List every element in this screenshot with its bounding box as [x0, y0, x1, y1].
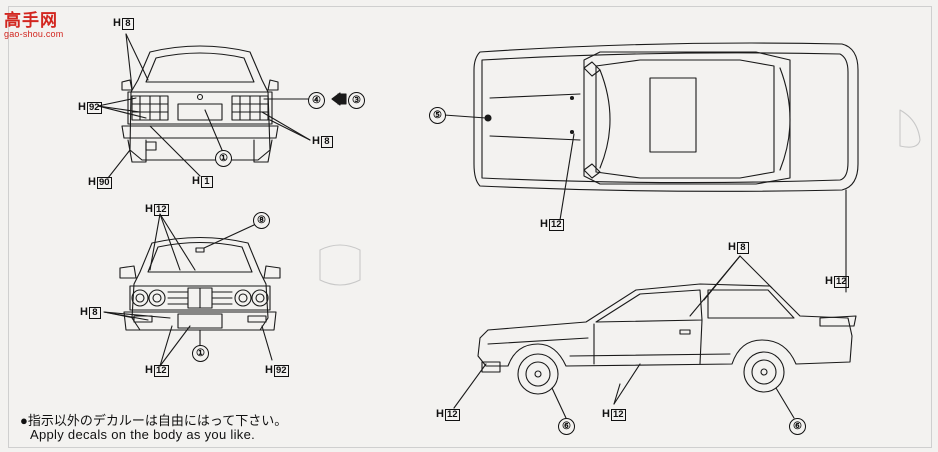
top-view-drawing — [443, 42, 859, 293]
part-8: ⑧ — [253, 212, 270, 229]
faint-background-marks — [319, 109, 921, 286]
part-1-rear: ① — [215, 150, 232, 167]
part-6-rear-wheel: ⑥ — [789, 418, 806, 435]
front-view-drawing — [103, 213, 281, 367]
part-1-front: ① — [192, 345, 209, 362]
sheet-border — [8, 6, 932, 448]
part-3: ③ — [348, 92, 365, 109]
side-view-drawing — [453, 255, 857, 419]
watermark-site-url: gao-shou.com — [4, 29, 64, 39]
watermark-logo: 高手网 gao-shou.com — [4, 6, 84, 40]
instruction-english: Apply decals on the body as you like. — [30, 427, 256, 442]
part-6-front-wheel: ⑥ — [558, 418, 575, 435]
watermark-site-name: 高手网 — [4, 11, 58, 31]
instruction-japanese: ●指示以外のデカルーは自由にはって下さい。 — [20, 413, 288, 428]
part-4: ④ — [308, 92, 325, 109]
rear-view-drawing — [97, 33, 347, 179]
part-5: ⑤ — [429, 107, 446, 124]
